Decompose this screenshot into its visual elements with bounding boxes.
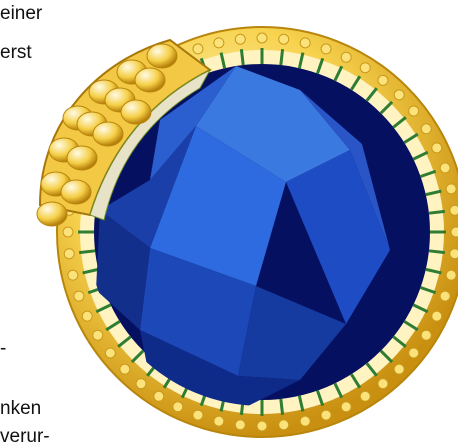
envelope-knob bbox=[394, 364, 404, 374]
envelope-knob bbox=[341, 402, 351, 412]
membrane-protein-dome bbox=[135, 68, 165, 92]
envelope-knob bbox=[446, 184, 456, 194]
envelope-knob bbox=[82, 311, 92, 321]
envelope-knob bbox=[68, 270, 78, 280]
envelope-knob bbox=[421, 330, 431, 340]
envelope-knob bbox=[300, 416, 310, 426]
envelope-knob bbox=[93, 330, 103, 340]
envelope-knob bbox=[193, 410, 203, 420]
envelope-knob bbox=[214, 38, 224, 48]
envelope-knob bbox=[432, 311, 442, 321]
envelope-knob bbox=[378, 379, 388, 389]
membrane-protein-dome bbox=[37, 202, 67, 226]
envelope-knob bbox=[409, 348, 419, 358]
spike-protein bbox=[429, 211, 445, 213]
spike-protein bbox=[429, 251, 445, 253]
envelope-knob bbox=[235, 420, 245, 430]
envelope-knob bbox=[446, 270, 456, 280]
envelope-knob bbox=[432, 143, 442, 153]
membrane-protein-dome bbox=[61, 180, 91, 204]
membrane-protein-dome bbox=[93, 122, 123, 146]
spike-protein bbox=[281, 399, 283, 415]
envelope-knob bbox=[235, 34, 245, 44]
envelope-knob bbox=[193, 44, 203, 54]
spike-protein bbox=[241, 49, 243, 65]
envelope-knob bbox=[360, 391, 370, 401]
envelope-knob bbox=[300, 38, 310, 48]
envelope-knob bbox=[450, 249, 458, 259]
envelope-knob bbox=[421, 124, 431, 134]
envelope-knob bbox=[321, 44, 331, 54]
envelope-knob bbox=[341, 52, 351, 62]
envelope-knob bbox=[120, 364, 130, 374]
envelope-knob bbox=[257, 421, 267, 431]
envelope-knob bbox=[409, 106, 419, 116]
envelope-knob bbox=[173, 402, 183, 412]
envelope-knob bbox=[63, 227, 73, 237]
envelope-knob bbox=[450, 205, 458, 215]
membrane-protein-dome bbox=[67, 146, 97, 170]
envelope-knob bbox=[440, 291, 450, 301]
envelope-knob bbox=[74, 291, 84, 301]
envelope-knob bbox=[279, 420, 289, 430]
spike-protein bbox=[79, 251, 95, 253]
spike-protein bbox=[281, 49, 283, 65]
membrane-protein-dome bbox=[121, 100, 151, 124]
envelope-knob bbox=[136, 379, 146, 389]
envelope-knob bbox=[257, 33, 267, 43]
envelope-knob bbox=[321, 410, 331, 420]
envelope-knob bbox=[64, 249, 74, 259]
envelope-knob bbox=[394, 90, 404, 100]
envelope-knob bbox=[451, 227, 458, 237]
envelope-knob bbox=[378, 75, 388, 85]
envelope-knob bbox=[360, 63, 370, 73]
envelope-knob bbox=[440, 163, 450, 173]
envelope-knob bbox=[154, 391, 164, 401]
envelope-knob bbox=[105, 348, 115, 358]
membrane-protein-dome bbox=[147, 44, 177, 68]
envelope-knob bbox=[279, 34, 289, 44]
envelope-knob bbox=[214, 416, 224, 426]
